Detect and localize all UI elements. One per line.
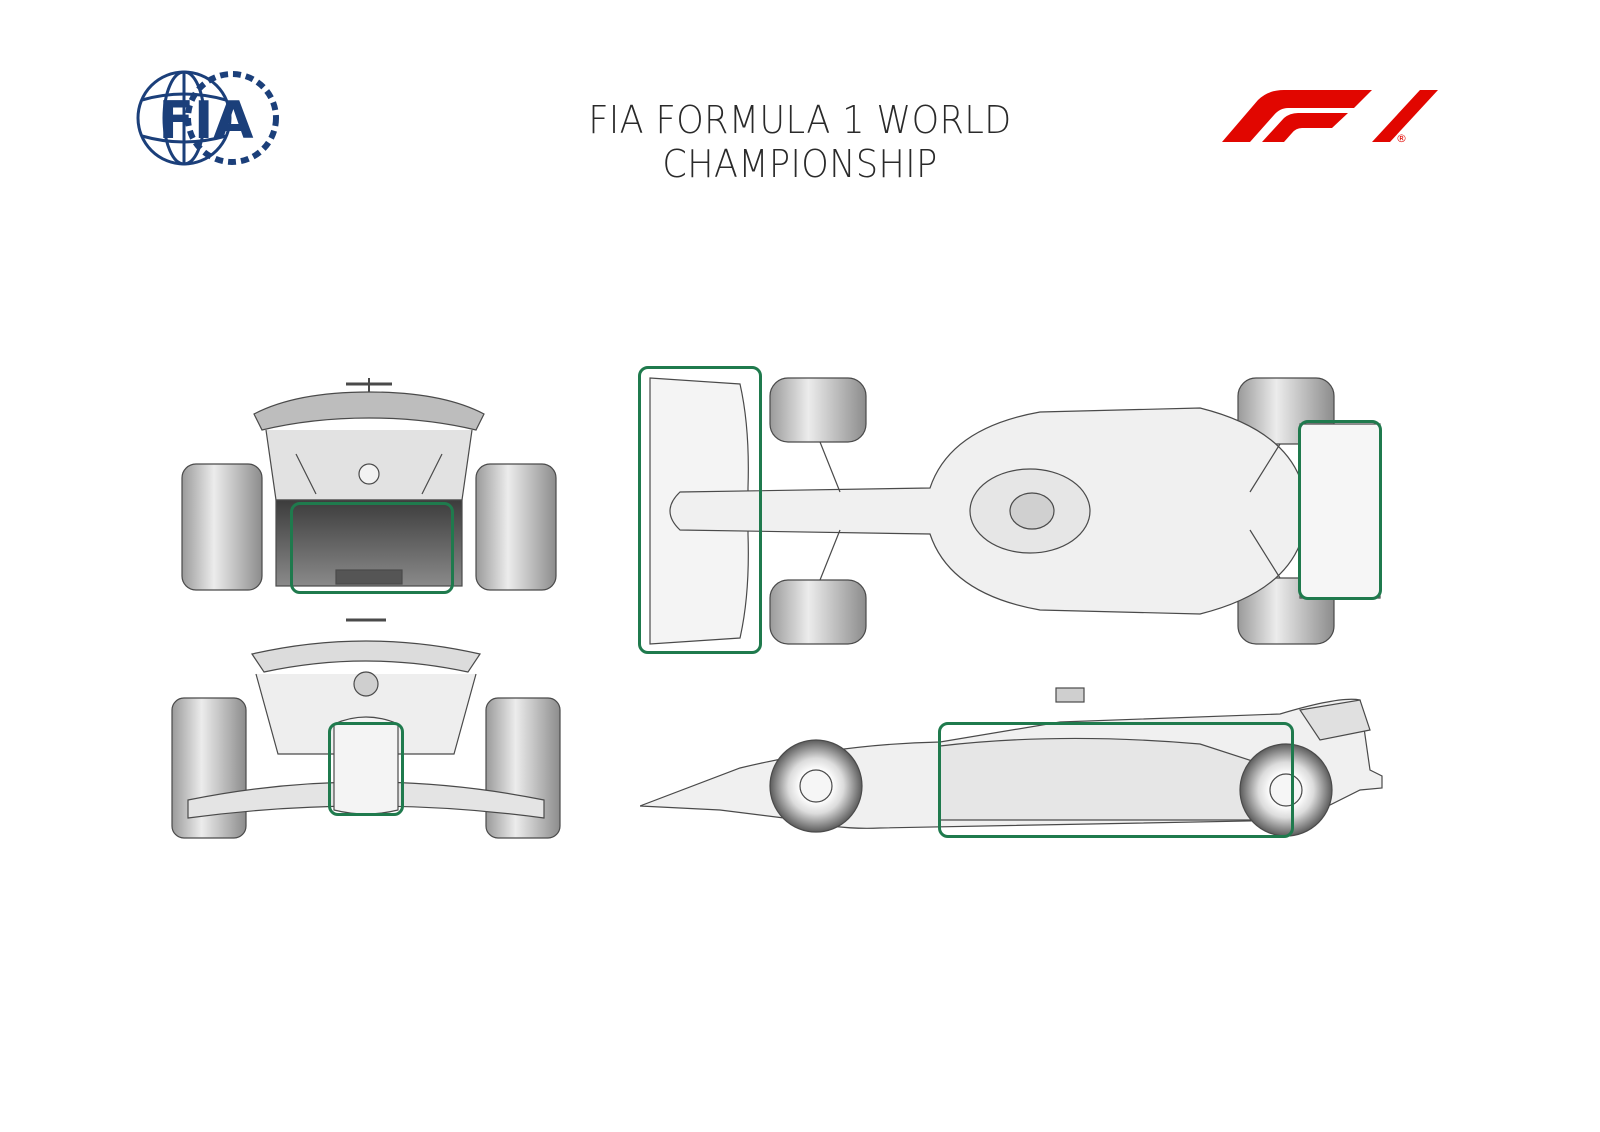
highlight-nose <box>328 722 404 816</box>
highlight-front-wing <box>638 366 762 654</box>
front-view-diagram <box>168 614 564 846</box>
highlight-sidepod-floor <box>938 722 1294 838</box>
f1-logo-icon: ® <box>1222 90 1438 145</box>
fia-globe-gear-icon: FIA <box>136 70 279 166</box>
highlight-rear-diffuser <box>290 502 454 594</box>
registered-mark: ® <box>1396 132 1407 145</box>
side-view-diagram <box>640 670 1388 846</box>
f1-logo: ® <box>1222 86 1438 148</box>
fia-logo: FIA <box>132 66 282 170</box>
rear-view-diagram <box>176 374 562 598</box>
page-title: FIA FORMULA 1 WORLD CHAMPIONSHIP <box>588 98 1012 186</box>
top-view-diagram <box>640 368 1390 654</box>
fia-logo-text: FIA <box>158 91 253 151</box>
highlight-rear-wing <box>1298 420 1382 600</box>
